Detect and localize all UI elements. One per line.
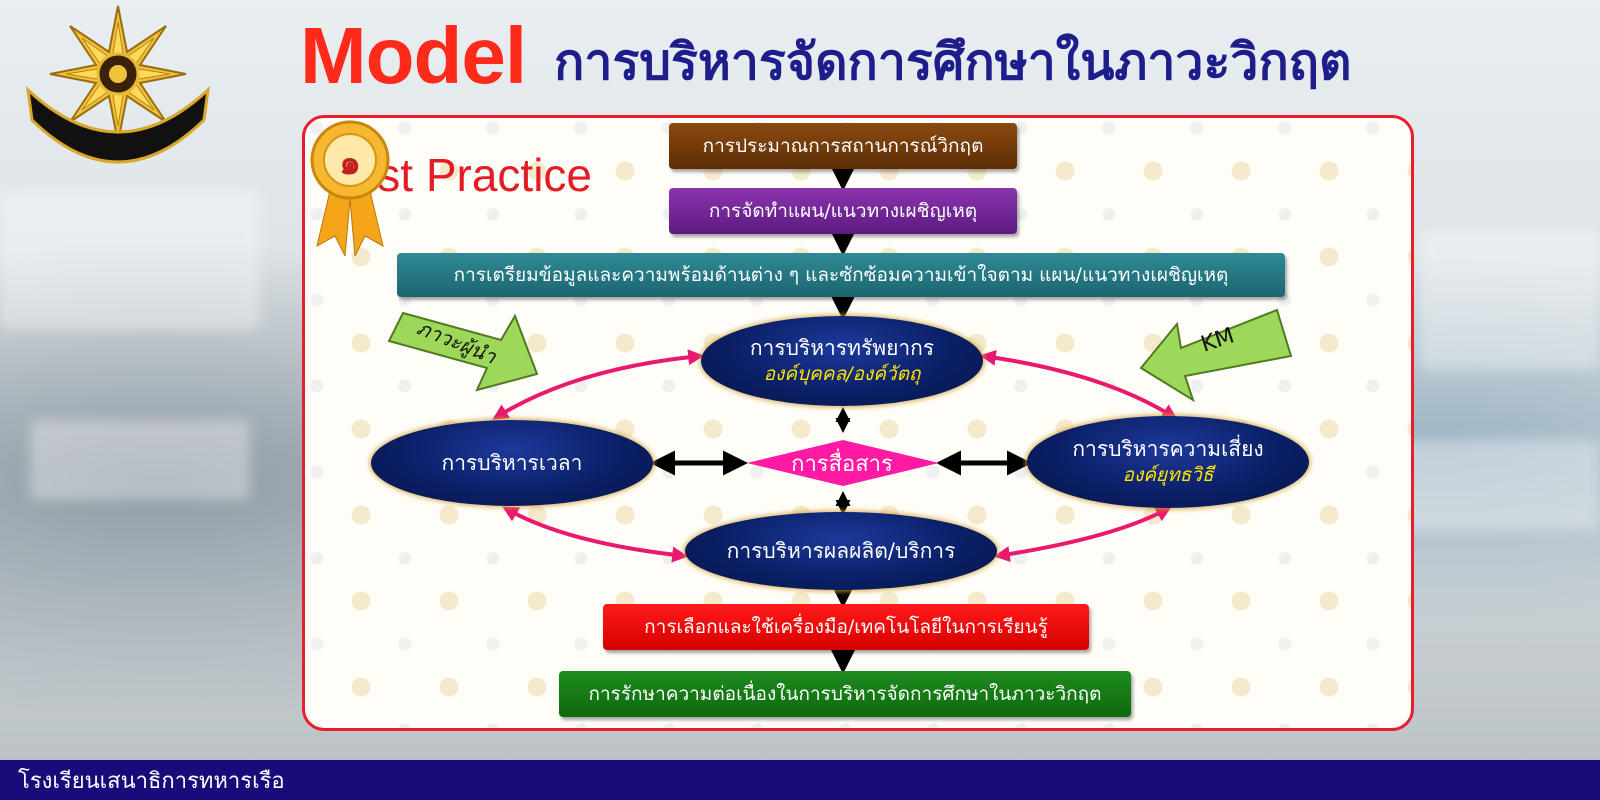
communication-diamond (747, 440, 939, 486)
step-crisis-estimation: การประมาณการสถานการณ์วิกฤต (669, 123, 1017, 169)
leadership-arrow (387, 311, 539, 392)
footer-text: โรงเรียนเสนาธิการทหารเรือ (18, 768, 285, 794)
node-risk-sub: องค์ยุทธวิธี (1122, 464, 1214, 487)
km-arrow (1139, 308, 1293, 403)
step-tools-technology: การเลือกและใช้เครื่องมือ/เทคโนโลยีในการเ… (603, 604, 1089, 650)
curve-time-resources (492, 349, 705, 420)
curve-resources-risk (979, 349, 1178, 420)
title-model: Model (300, 11, 527, 100)
node-products-label: การบริหารผลผลิต/บริการ (726, 538, 956, 563)
node-risk-label: การบริหารความเสี่ยง (1072, 437, 1264, 461)
curve-time-products (502, 506, 689, 563)
node-resources-label: การบริหารทรัพยากร (749, 336, 935, 360)
footer-bar: โรงเรียนเสนาธิการทหารเรือ (0, 760, 1600, 800)
page-title: Model การบริหารจัดการศึกษาในภาวะวิกฤต (300, 10, 1351, 106)
node-risk: การบริหารความเสี่ยง องค์ยุทธวิธี (1027, 416, 1309, 508)
svg-text:๑: ๑ (339, 143, 361, 183)
node-time: การบริหารเวลา (371, 420, 653, 506)
node-resources-sub: องค์บุคคล/องค์วัตถุ (763, 363, 921, 386)
node-resources: การบริหารทรัพยากร องค์บุคคล/องค์วัตถุ (701, 316, 983, 406)
node-communication-label: การสื่อสาร (791, 451, 893, 477)
curve-products-risk (993, 506, 1172, 562)
best-practice-badge-icon: ๑ (310, 120, 390, 256)
node-products: การบริหารผลผลิต/บริการ (685, 512, 997, 590)
step-preparation: การเตรียมข้อมูลและความพร้อมด้านต่าง ๆ แล… (397, 253, 1285, 297)
school-logo (25, 5, 211, 164)
title-thai: การบริหารจัดการศึกษาในภาวะวิกฤต (554, 33, 1352, 91)
best-practice-panel: Best Practice ๑ การประมาณการสถานการณ์วิก… (302, 115, 1414, 731)
diagram-connectors (387, 166, 1293, 674)
step-response-plan: การจัดทำแผน/แนวทางเผชิญเหตุ (669, 188, 1017, 234)
node-time-label: การบริหารเวลา (441, 450, 583, 475)
step-continuity: การรักษาความต่อเนื่องในการบริหารจัดการศึ… (559, 671, 1131, 717)
